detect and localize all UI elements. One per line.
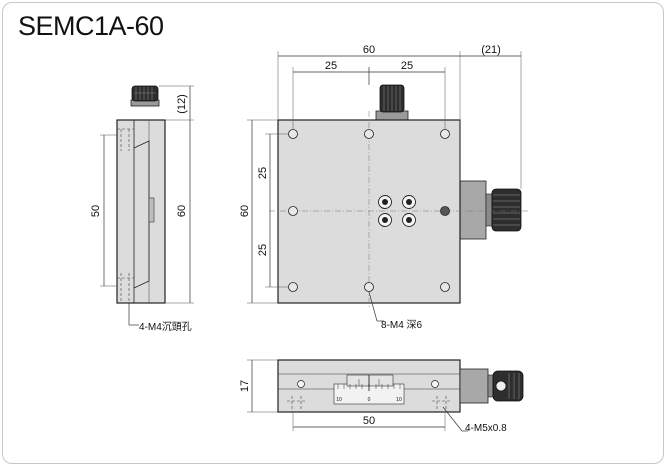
right-knob	[459, 180, 522, 240]
side-body	[116, 119, 166, 304]
scale-label-right: 10	[396, 397, 402, 403]
front-screw-right	[431, 380, 439, 388]
side-view: 60 50 (12) 4-M4沉頭孔	[90, 85, 194, 333]
top-center-screws	[378, 195, 416, 227]
side-counterbore-holes	[117, 128, 134, 301]
top-right-half-label: 25	[401, 60, 413, 72]
top-mounting-holes	[288, 129, 450, 292]
technical-drawing: 60 50 (12) 4-M4沉頭孔	[90, 44, 529, 434]
front-height-label: 17	[239, 380, 251, 392]
side-holes-callout: 4-M4沉頭孔	[139, 320, 192, 333]
side-knob-height-label: (12)	[176, 94, 188, 114]
front-pitch-label: 50	[363, 415, 375, 427]
front-holes-callout: 4-M5x0.8	[465, 423, 507, 434]
side-knob	[130, 85, 160, 107]
top-lower-half-label: 25	[257, 244, 269, 256]
top-upper-half-label: 25	[257, 167, 269, 179]
top-knob	[375, 84, 409, 121]
front-knob	[459, 368, 524, 404]
top-holes-callout: 8-M4 深6	[381, 319, 423, 331]
front-m5-holes	[287, 396, 451, 412]
top-height-label: 60	[239, 205, 251, 217]
side-height-label: 60	[176, 205, 188, 217]
knob-protrusion-label: (21)	[481, 44, 501, 56]
scale-label-left: 10	[336, 397, 342, 403]
top-left-half-label: 25	[325, 60, 337, 72]
top-width-label: 60	[363, 44, 375, 56]
scale-label-center: 0	[368, 397, 371, 403]
front-view: 10 0 10	[239, 359, 524, 434]
page-title: SEMC1A-60	[18, 11, 164, 41]
top-view: 60 (21) 25 25 60 25 25 8-	[239, 44, 529, 331]
front-screw-left	[297, 380, 305, 388]
micrometer-scale: 10 0 10	[333, 374, 405, 405]
side-pitch-label: 50	[90, 205, 102, 217]
